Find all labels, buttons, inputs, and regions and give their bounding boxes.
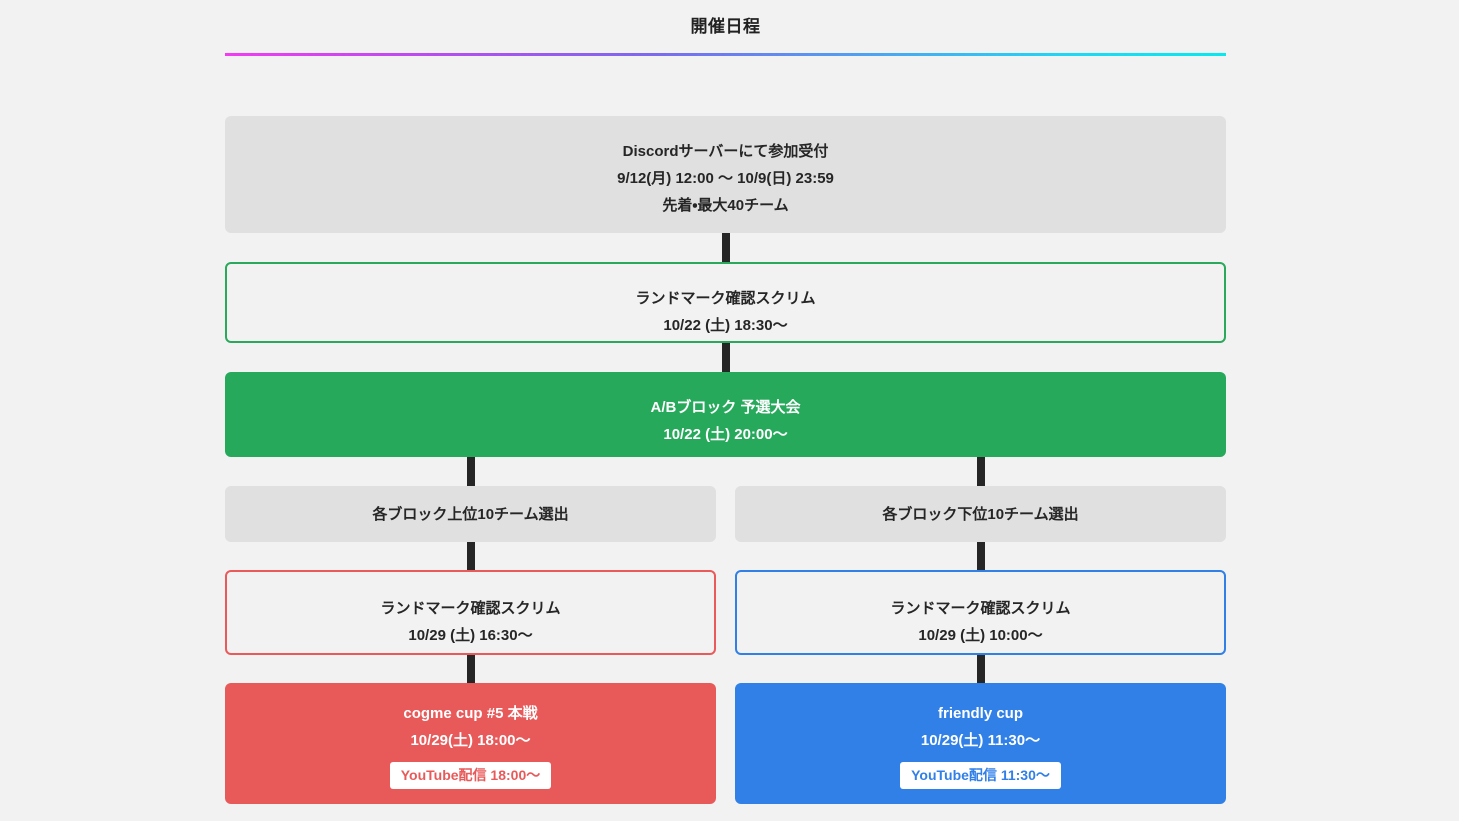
qualifier-title: A/Bブロック 予選大会 — [650, 399, 801, 416]
entry-schedule: 9/12(月) 12:00 〜 10/9(日) 23:59 — [617, 170, 834, 187]
qualifier-schedule: 10/22 (土) 20:00〜 — [663, 426, 788, 443]
lower-final-title: friendly cup — [937, 705, 1023, 722]
upper-final-schedule: 10/29(土) 18:00〜 — [410, 732, 531, 749]
upper-youtube-stream-badge[interactable]: YouTube配信 18:00〜 — [389, 762, 552, 789]
schedule-flowchart: Discordサーバーにて参加受付 9/12(月) 12:00 〜 10/9(日… — [225, 116, 1226, 804]
upper-scrim-title: ランドマーク確認スクリム — [380, 600, 561, 617]
connector-upper-select-to-scrim — [466, 542, 475, 570]
lower-select-title: 各ブロック下位10チーム選出 — [882, 506, 1079, 523]
node-upper-selection: 各ブロック上位10チーム選出 — [225, 486, 716, 542]
node-qualifier-tournament: A/Bブロック 予選大会 10/22 (土) 20:00〜 — [225, 372, 1226, 457]
scrim-qualifier-title: ランドマーク確認スクリム — [635, 290, 816, 307]
branch-columns: 各ブロック上位10チーム選出 ランドマーク確認スクリム 10/29 (土) 16… — [225, 486, 1226, 804]
connector-upper-scrim-to-final — [466, 655, 475, 683]
connector-entry-to-scrim — [721, 233, 730, 262]
lower-youtube-stream-badge[interactable]: YouTube配信 11:30〜 — [900, 762, 1061, 789]
scrim-qualifier-schedule: 10/22 (土) 18:30〜 — [663, 317, 788, 334]
node-entry-registration: Discordサーバーにて参加受付 9/12(月) 12:00 〜 10/9(日… — [225, 116, 1226, 233]
page-header: 開催日程 — [225, 14, 1226, 56]
lower-scrim-schedule: 10/29 (土) 10:00〜 — [918, 627, 1043, 644]
node-cogme-cup-final: cogme cup #5 本戦 10/29(土) 18:00〜 YouTube配… — [225, 683, 716, 804]
node-friendly-cup-final: friendly cup 10/29(土) 11:30〜 YouTube配信 1… — [735, 683, 1226, 804]
upper-scrim-schedule: 10/29 (土) 16:30〜 — [408, 627, 533, 644]
connector-qualifier-to-lower-select — [976, 457, 985, 486]
node-lower-landmark-scrim: ランドマーク確認スクリム 10/29 (土) 10:00〜 — [735, 570, 1226, 655]
page-title: 開催日程 — [690, 17, 761, 36]
connector-lower-select-to-scrim — [976, 542, 985, 570]
lower-scrim-title: ランドマーク確認スクリム — [890, 600, 1071, 617]
branch-upper: 各ブロック上位10チーム選出 ランドマーク確認スクリム 10/29 (土) 16… — [225, 486, 716, 804]
connector-scrim-to-qualifier — [721, 343, 730, 372]
connector-lower-scrim-to-final — [976, 655, 985, 683]
title-gradient-rule — [225, 53, 1226, 56]
node-upper-landmark-scrim: ランドマーク確認スクリム 10/29 (土) 16:30〜 — [225, 570, 716, 655]
branch-lower: 各ブロック下位10チーム選出 ランドマーク確認スクリム 10/29 (土) 10… — [735, 486, 1226, 804]
node-landmark-scrim-qualifier: ランドマーク確認スクリム 10/22 (土) 18:30〜 — [225, 262, 1226, 343]
entry-title: Discordサーバーにて参加受付 — [622, 143, 829, 160]
upper-final-title: cogme cup #5 本戦 — [403, 705, 538, 722]
upper-select-title: 各ブロック上位10チーム選出 — [372, 506, 569, 523]
entry-note: 先着・最大40チーム — [662, 197, 789, 214]
connector-qualifier-to-upper-select — [466, 457, 475, 486]
node-lower-selection: 各ブロック下位10チーム選出 — [735, 486, 1226, 542]
lower-final-schedule: 10/29(土) 11:30〜 — [920, 732, 1041, 749]
